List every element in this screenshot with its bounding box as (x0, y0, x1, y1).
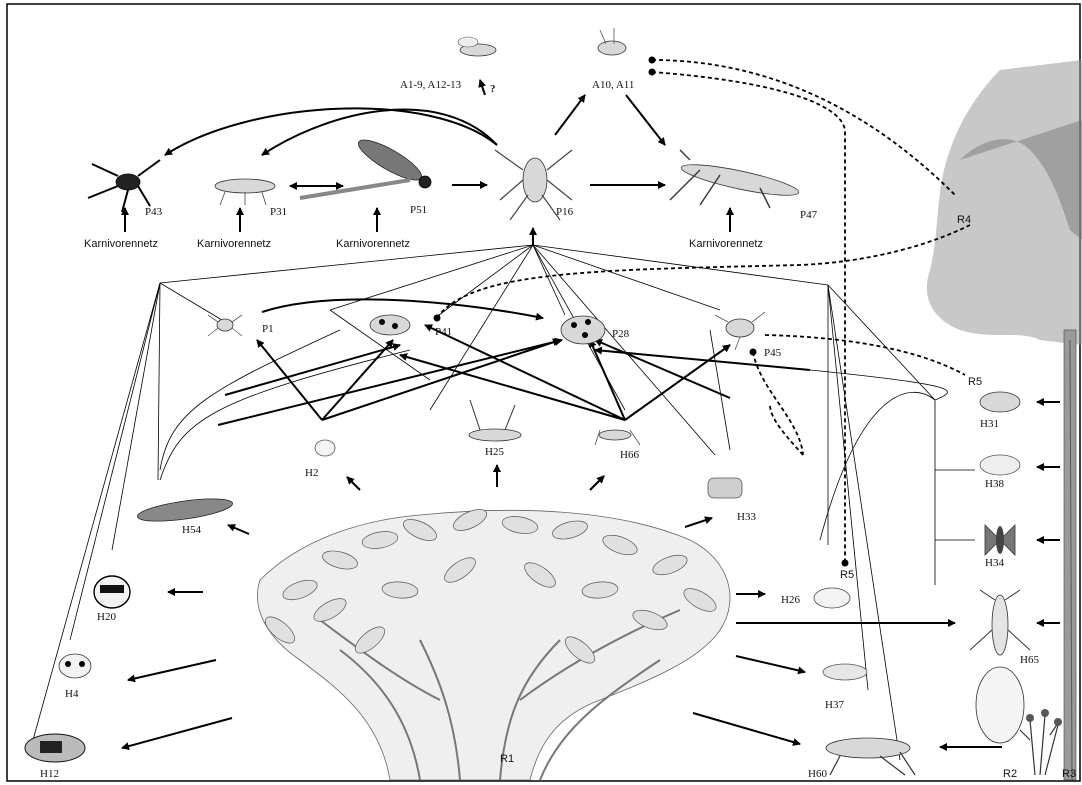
insect-h38-drawing (980, 455, 1020, 475)
label-h60: H60 (808, 768, 827, 780)
label-p51: P51 (410, 204, 427, 216)
beetle-h12-drawing (25, 734, 85, 762)
label-a10: A10, A11 (592, 79, 634, 91)
moth-h34-drawing (985, 525, 1015, 555)
mite-h2-drawing (315, 440, 335, 456)
grasshopper-h60-drawing (826, 738, 915, 775)
spider-p1-drawing (208, 315, 242, 336)
karnivorennetz-1: Karnivorennetz (84, 238, 158, 250)
ladybird-p28-drawing (561, 316, 605, 344)
label-h34: H34 (985, 557, 1004, 569)
label-question-mark: ? (490, 83, 496, 95)
dashed-links (434, 57, 971, 567)
insect-h33-drawing (708, 478, 742, 498)
label-r2: R2 (1003, 768, 1017, 780)
wasp-a1-drawing (458, 37, 496, 56)
insect-p45-drawing (715, 312, 765, 350)
label-p1: P1 (262, 323, 274, 335)
label-h26: H26 (781, 594, 800, 606)
label-r3: R3 (1062, 768, 1076, 780)
label-h2: H2 (305, 467, 318, 479)
wasp-a10-drawing (598, 28, 626, 55)
label-h37: H37 (825, 699, 844, 711)
mite-h26-drawing (814, 588, 850, 608)
karnivorennetz-3: Karnivorennetz (336, 238, 410, 250)
label-h65: H65 (1020, 654, 1039, 666)
mantis-p47-drawing (670, 150, 801, 208)
label-h4: H4 (65, 688, 79, 700)
label-h38: H38 (985, 478, 1004, 490)
label-r5-upper: R5 (968, 376, 982, 388)
fly-p31-drawing (215, 179, 275, 205)
label-h33: H33 (737, 511, 756, 523)
caterpillar-h54-drawing (136, 494, 234, 525)
label-a1: A1-9, A12-13 (400, 79, 462, 91)
label-r4: R4 (957, 214, 971, 226)
karnivorennetz-4: Karnivorennetz (689, 238, 763, 250)
karnivorennetz-2: Karnivorennetz (197, 238, 271, 250)
plant-r1-illustration (257, 505, 730, 780)
label-r1: R1 (500, 753, 514, 765)
label-p47: P47 (800, 209, 818, 221)
insect-h31-drawing (980, 392, 1020, 412)
label-r5-lower: R5 (840, 569, 854, 581)
label-p43: P43 (145, 206, 163, 218)
beetle-h20-drawing (94, 576, 130, 608)
label-h12: H12 (40, 768, 59, 780)
label-p28: P28 (612, 328, 630, 340)
insect-p51-drawing (300, 133, 431, 198)
spider-p43-drawing (88, 160, 160, 212)
insect-h4-drawing (59, 654, 91, 678)
label-h25: H25 (485, 446, 504, 458)
insect-h66-drawing (595, 430, 640, 445)
label-p31: P31 (270, 206, 287, 218)
label-p41: P41 (435, 326, 452, 338)
beetle-p41-drawing (370, 315, 410, 335)
label-p45: P45 (764, 347, 782, 359)
label-h54: H54 (182, 524, 201, 536)
label-h20: H20 (97, 611, 116, 623)
insect-h65-drawing (970, 590, 1030, 743)
label-h31: H31 (980, 418, 999, 430)
label-p16: P16 (556, 206, 574, 218)
plant-r2-drawing (1020, 709, 1062, 775)
insect-h37-drawing (823, 664, 867, 680)
label-h66: H66 (620, 449, 639, 461)
insect-h25-drawing (469, 400, 521, 441)
